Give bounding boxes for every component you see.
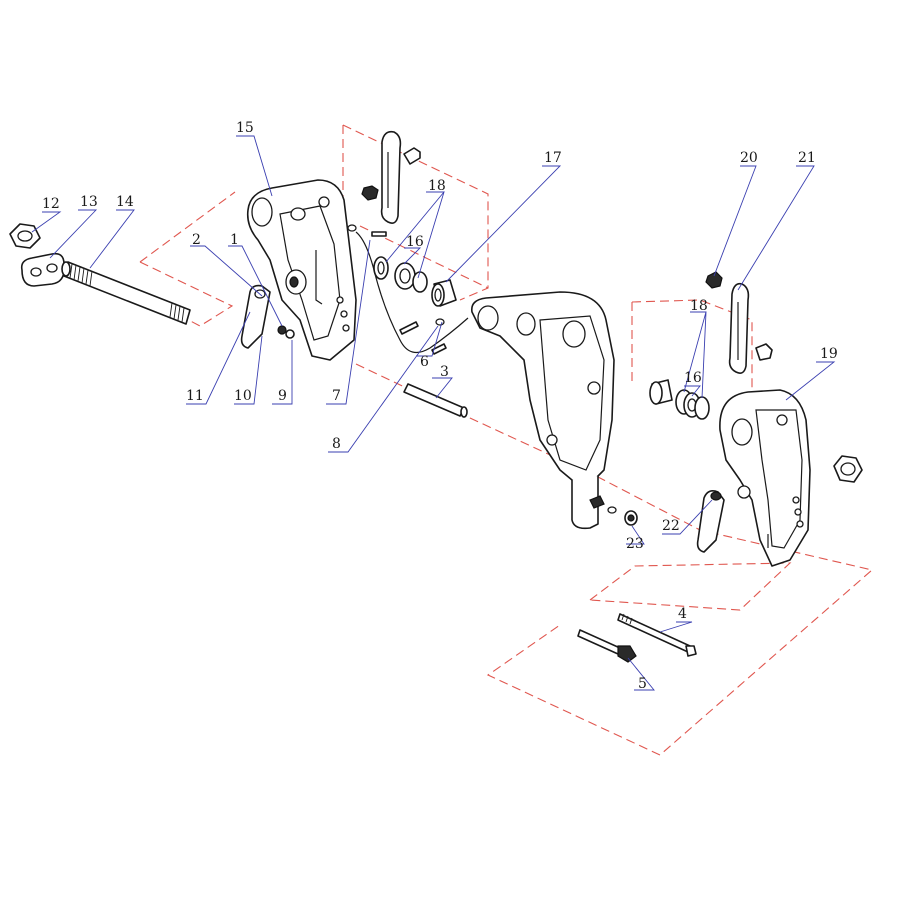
callout-6: 6 — [420, 354, 429, 370]
leader-lines — [31, 135, 836, 691]
part-18-upper-adjust-plate — [361, 130, 421, 224]
part-18-bushing-upper — [412, 271, 428, 293]
part-10-washer — [277, 325, 287, 335]
part-13-tab-washer — [20, 252, 66, 287]
callout-21: 21 — [798, 150, 816, 166]
part-6-screws — [371, 231, 447, 355]
part-4-long-bolt — [617, 613, 697, 657]
callout-14: 14 — [116, 194, 134, 210]
part-18-washer-right — [694, 396, 710, 420]
part-21-adjust-plate — [728, 282, 750, 374]
part-20-screw — [705, 271, 723, 289]
part-9-pin — [285, 329, 295, 339]
callout-4: 4 — [678, 606, 687, 622]
callout-15: 15 — [236, 120, 254, 136]
callout-3: 3 — [440, 364, 449, 380]
callout-18-upper: 18 — [428, 178, 446, 194]
callout-18-right: 18 — [690, 298, 708, 314]
callouts: 15 12 13 14 2 1 11 10 9 7 8 6 3 18 16 17… — [42, 120, 838, 692]
swivel-bracket — [470, 291, 615, 530]
callout-1: 1 — [230, 232, 239, 248]
callout-17: 17 — [544, 150, 562, 166]
callout-16-upper: 16 — [406, 234, 424, 250]
callout-19: 19 — [820, 346, 838, 362]
callout-16-right: 16 — [684, 370, 702, 386]
callout-2: 2 — [192, 232, 201, 248]
part-12-hex-nut — [9, 223, 41, 249]
callout-9: 9 — [278, 388, 287, 404]
callout-8: 8 — [332, 436, 341, 452]
part-19-right-clamp-bracket — [719, 389, 811, 567]
callout-12: 12 — [42, 196, 60, 212]
part-22-lever — [696, 485, 751, 553]
part-21-knob — [755, 343, 773, 361]
callout-22: 22 — [662, 518, 680, 534]
part-18-washer-upper — [373, 256, 389, 280]
callout-10: 10 — [234, 388, 252, 404]
part-7-cable — [347, 224, 469, 354]
part-3-pin — [403, 383, 468, 418]
part-23-fitting — [607, 506, 638, 526]
callout-11: 11 — [186, 388, 204, 404]
callout-23: 23 — [626, 536, 644, 552]
callout-13: 13 — [80, 194, 98, 210]
hex-nut-right — [833, 455, 863, 483]
part-15-left-clamp-bracket — [246, 179, 357, 361]
part-bushing-right — [649, 379, 673, 405]
part-11-lever — [240, 284, 271, 349]
part-16-washer-upper — [394, 262, 416, 290]
callout-5: 5 — [638, 676, 647, 692]
part-14-tilt-shaft — [61, 261, 191, 325]
callout-7: 7 — [332, 388, 341, 404]
part-17-bushing — [431, 279, 457, 307]
part-5-bolt — [577, 629, 637, 663]
callout-20: 20 — [740, 150, 758, 166]
